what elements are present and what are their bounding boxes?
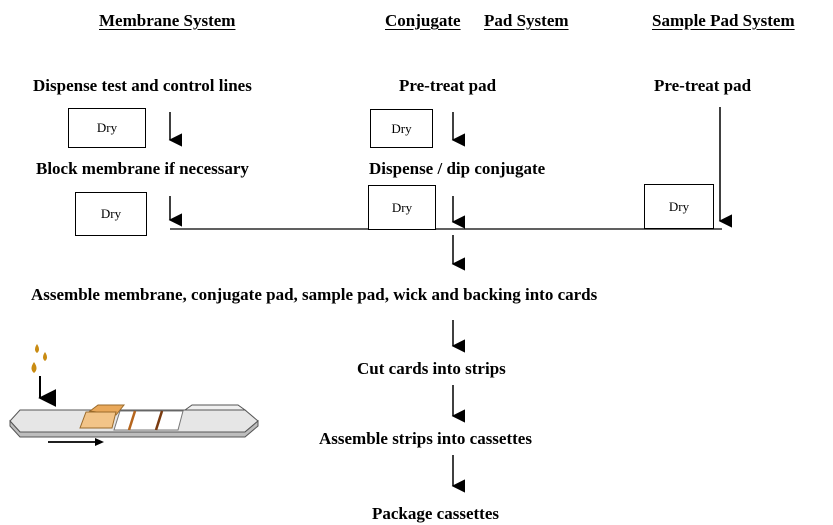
dry-box: Dry <box>370 109 433 148</box>
dry-box: Dry <box>75 192 147 236</box>
dry-box: Dry <box>644 184 714 229</box>
step-package-cassettes: Package cassettes <box>372 504 499 523</box>
drop-icon <box>43 352 47 361</box>
header-pad-system: Pad System <box>484 11 569 30</box>
step-assemble-cassettes: Assemble strips into cassettes <box>319 429 532 448</box>
step-cut-strips: Cut cards into strips <box>357 359 506 378</box>
step-dispense-conjugate: Dispense / dip conjugate <box>369 159 546 178</box>
header-membrane-system: Membrane System <box>99 11 236 30</box>
header-sample-pad-system: Sample Pad System <box>652 11 795 30</box>
drop-icon <box>31 362 37 373</box>
dry-box: Dry <box>68 108 146 148</box>
step-assemble-cards: Assemble membrane, conjugate pad, sample… <box>31 285 598 304</box>
test-strip-icon <box>9 344 259 446</box>
step-block-membrane: Block membrane if necessary <box>36 159 249 178</box>
dry-box: Dry <box>368 185 436 230</box>
drop-icon <box>35 344 39 353</box>
step-dispense-lines: Dispense test and control lines <box>33 76 252 95</box>
step-pretreat-sample-pad: Pre-treat pad <box>654 76 752 95</box>
header-conjugate: Conjugate <box>385 11 461 30</box>
step-pretreat-conjugate-pad: Pre-treat pad <box>399 76 497 95</box>
